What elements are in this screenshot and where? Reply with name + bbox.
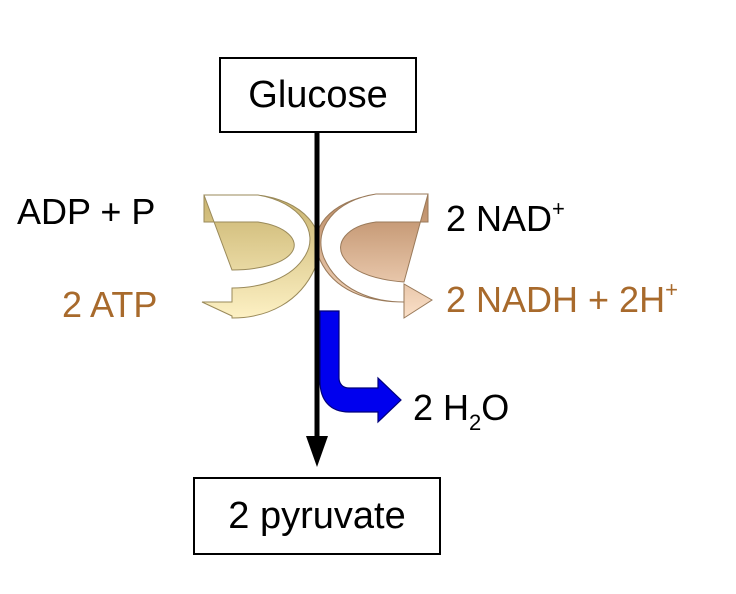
glucose-box: Glucose: [219, 57, 417, 133]
glucose-label: Glucose: [248, 73, 388, 116]
atp-output-label: 2 ATP: [62, 287, 157, 323]
water-prefix: 2 H: [413, 387, 470, 428]
adp-input-label: ADP + P: [17, 194, 155, 230]
nad-charge: +: [552, 196, 565, 221]
main-arrow-head: [306, 436, 328, 467]
adp-text: ADP + P: [17, 191, 156, 232]
atp-text: 2 ATP: [62, 284, 158, 325]
nadh-text: 2 NADH + 2H: [446, 279, 666, 320]
pyruvate-label: 2 pyruvate: [228, 494, 406, 537]
atp-curved-arrow: [201, 194, 321, 319]
nad-input-label: 2 NAD+: [446, 198, 565, 239]
nadh-output-label: 2 NADH + 2H+: [446, 279, 678, 320]
nad-text: 2 NAD: [446, 198, 553, 239]
water-subscript: 2: [469, 410, 482, 435]
nadh-charge: +: [665, 277, 678, 302]
nadh-curved-arrow: [315, 193, 433, 319]
water-arrow: [319, 310, 402, 424]
water-output-label: 2 H2O: [413, 387, 510, 434]
pyruvate-box: 2 pyruvate: [193, 477, 441, 555]
water-suffix: O: [481, 387, 510, 428]
